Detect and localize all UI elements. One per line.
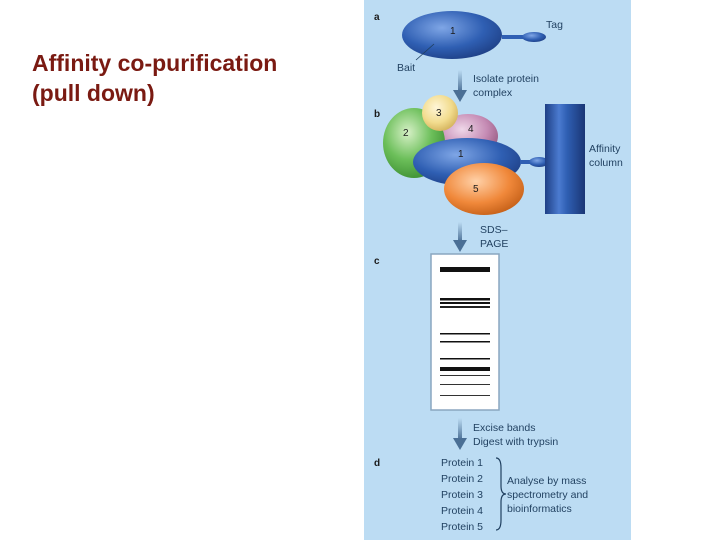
title-line-1: Affinity co-purification <box>32 50 278 76</box>
protein-list-item: Protein 5 <box>441 521 483 533</box>
step-c-label: c <box>374 256 380 267</box>
protein-list-item: Protein 2 <box>441 473 483 485</box>
protein-complex: 3 4 2 1 5 <box>383 95 549 215</box>
sds-line-2: PAGE <box>480 238 508 250</box>
affinity-column <box>545 104 585 214</box>
gel-band <box>440 395 490 396</box>
gel-band <box>440 375 490 376</box>
bubble-3: 3 <box>436 108 442 119</box>
isolate-line-1: Isolate protein <box>473 73 539 85</box>
slide-title: Affinity co-purification (pull down) <box>32 48 352 108</box>
protein-list-item: Protein 1 <box>441 457 483 469</box>
affinity-line-2: column <box>589 157 623 169</box>
excise-line-1: Excise bands <box>473 422 535 434</box>
bubble-4: 4 <box>468 124 474 135</box>
sds-line-1: SDS– <box>480 224 508 236</box>
step-b-label: b <box>374 109 380 120</box>
arrow-down-icon <box>453 70 467 102</box>
protein-list-item: Protein 3 <box>441 489 483 501</box>
gel-band <box>440 341 490 343</box>
isolate-line-2: complex <box>473 87 513 99</box>
gel-band <box>440 267 490 272</box>
gel-band <box>440 384 490 385</box>
bait-label: Bait <box>397 62 415 74</box>
bait-protein: 1 <box>402 11 546 61</box>
affinity-line-1: Affinity <box>589 143 621 155</box>
analyse-line-3: bioinformatics <box>507 503 572 515</box>
bubble-1: 1 <box>458 149 464 160</box>
tag-shape <box>522 32 546 42</box>
sds-page-gel <box>430 253 500 411</box>
bait-number: 1 <box>450 26 456 37</box>
diagram-panel: a 1 Tag Bait Isolate protein complex b 3 <box>364 0 631 540</box>
bubble-5: 5 <box>473 184 479 195</box>
analyse-line-2: spectrometry and <box>507 489 588 501</box>
curly-brace-icon <box>495 457 507 531</box>
gel-band <box>440 298 490 301</box>
gel-band <box>440 302 490 304</box>
arrow-down-icon <box>453 418 467 450</box>
analyse-line-1: Analyse by mass <box>507 475 586 487</box>
protein-3-shape <box>422 95 458 131</box>
step-a-label: a <box>374 12 380 23</box>
arrow-down-icon <box>453 222 467 252</box>
tag-label: Tag <box>546 19 563 31</box>
protein-list-item: Protein 4 <box>441 505 483 517</box>
step-d-label: d <box>374 458 380 469</box>
gel-band <box>440 367 490 371</box>
excise-line-2: Digest with trypsin <box>473 436 558 448</box>
protein-5-shape <box>444 163 524 215</box>
title-line-2: (pull down) <box>32 80 155 106</box>
gel-band <box>440 306 490 308</box>
gel-band <box>440 358 490 360</box>
bubble-2: 2 <box>403 128 409 139</box>
gel-band <box>440 333 490 335</box>
pull-down-diagram: a 1 Tag Bait Isolate protein complex b 3 <box>374 11 623 533</box>
